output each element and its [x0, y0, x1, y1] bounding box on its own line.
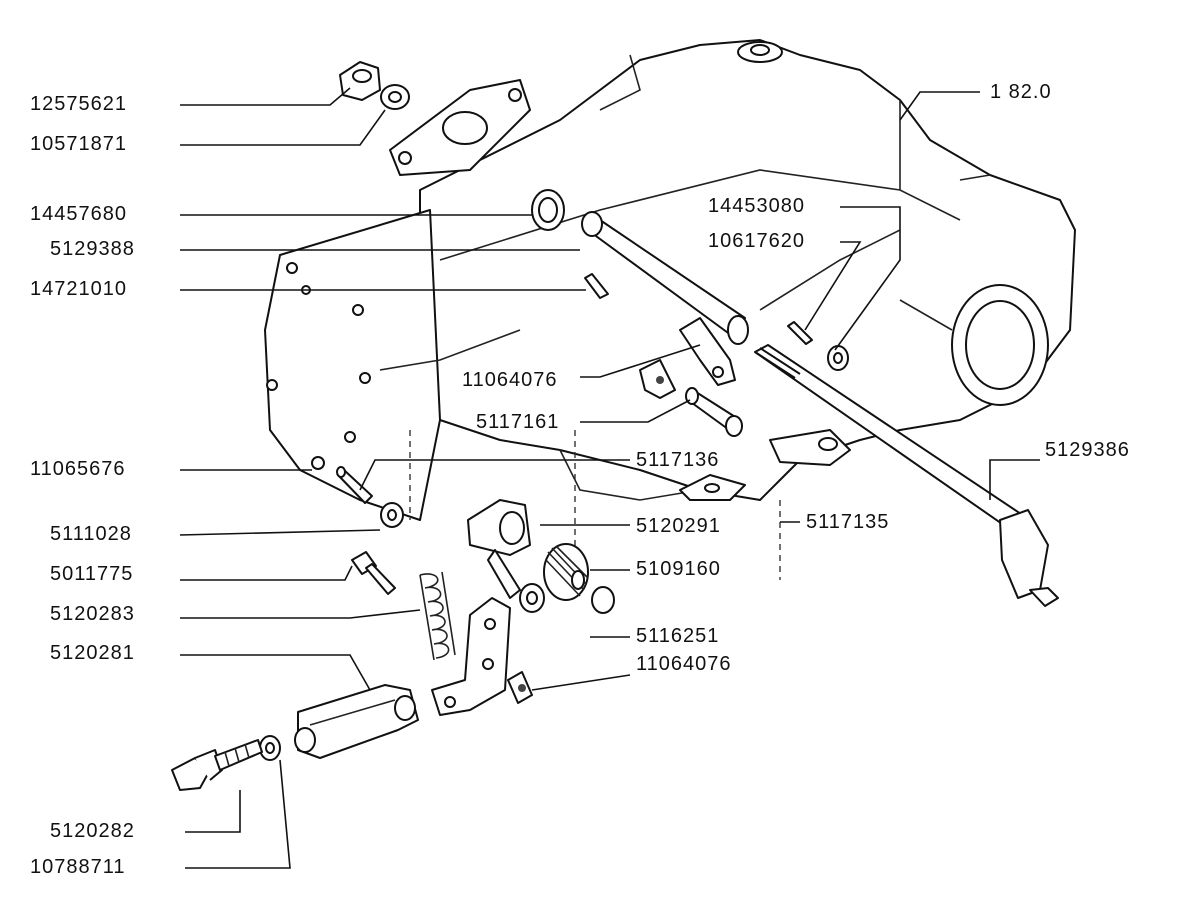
clip-11064076-bottom: [507, 671, 533, 704]
washer-10571871: [380, 84, 410, 110]
label-10788711: 10788711: [30, 856, 126, 878]
label-10617620: 10617620: [708, 230, 805, 252]
label-10571871: 10571871: [30, 133, 127, 155]
label-5117136: 5117136: [636, 449, 719, 471]
fork-5120281: [294, 684, 419, 759]
seal-ring-14457680: [531, 189, 565, 231]
bolt-5120282: [171, 739, 263, 791]
label-11064076-top: 11064076: [462, 369, 558, 391]
key-14721010: [584, 273, 609, 299]
label-5129388: 5129388: [50, 238, 135, 260]
label-14457680: 14457680: [30, 203, 127, 225]
shaft-5129386: [754, 344, 1059, 607]
shaft-5129388: [581, 211, 749, 386]
spring-5120283: [419, 571, 456, 661]
part-labels: 12575621 10571871 14457680 5129388 14721…: [30, 81, 1130, 878]
label-11065676: 11065676: [30, 458, 126, 480]
label-14721010: 14721010: [30, 278, 127, 300]
bolt-5011775: [351, 551, 396, 595]
label-5109160: 5109160: [636, 558, 721, 580]
label-12575621: 12575621: [30, 93, 127, 115]
label-11064076-bottom: 11064076: [636, 653, 732, 675]
bushing-5111028: [380, 502, 404, 528]
label-14453080: 14453080: [708, 195, 805, 217]
label-5120282: 5120282: [50, 820, 135, 842]
label-5011775: 5011775: [50, 563, 133, 585]
label-5116251: 5116251: [636, 625, 719, 647]
pin-5117136: [336, 466, 373, 504]
clip-11064076-top: [639, 359, 676, 399]
lever-5120291: [467, 499, 531, 599]
pin-5117161: [685, 387, 743, 437]
gear-5109160: [543, 543, 589, 601]
bracket-lever: [431, 597, 511, 716]
bush-5116251: [519, 583, 615, 614]
nut-10788711: [259, 735, 281, 761]
circlip-14453080: [827, 345, 849, 371]
label-1-82-0: 1 82.0: [990, 81, 1052, 103]
label-5117135: 5117135: [806, 511, 889, 533]
label-5120281: 5120281: [50, 642, 135, 664]
nut-12575621: [339, 61, 381, 101]
label-5129386: 5129386: [1045, 439, 1130, 461]
circlip-11065676: [311, 456, 325, 470]
label-5117161: 5117161: [476, 411, 559, 433]
label-5120283: 5120283: [50, 603, 135, 625]
leader-lines: [179, 87, 1040, 869]
key-10617620: [787, 321, 813, 345]
label-5120291: 5120291: [636, 515, 721, 537]
label-5111028: 5111028: [50, 523, 132, 545]
gearbox-housing: [264, 39, 1076, 580]
